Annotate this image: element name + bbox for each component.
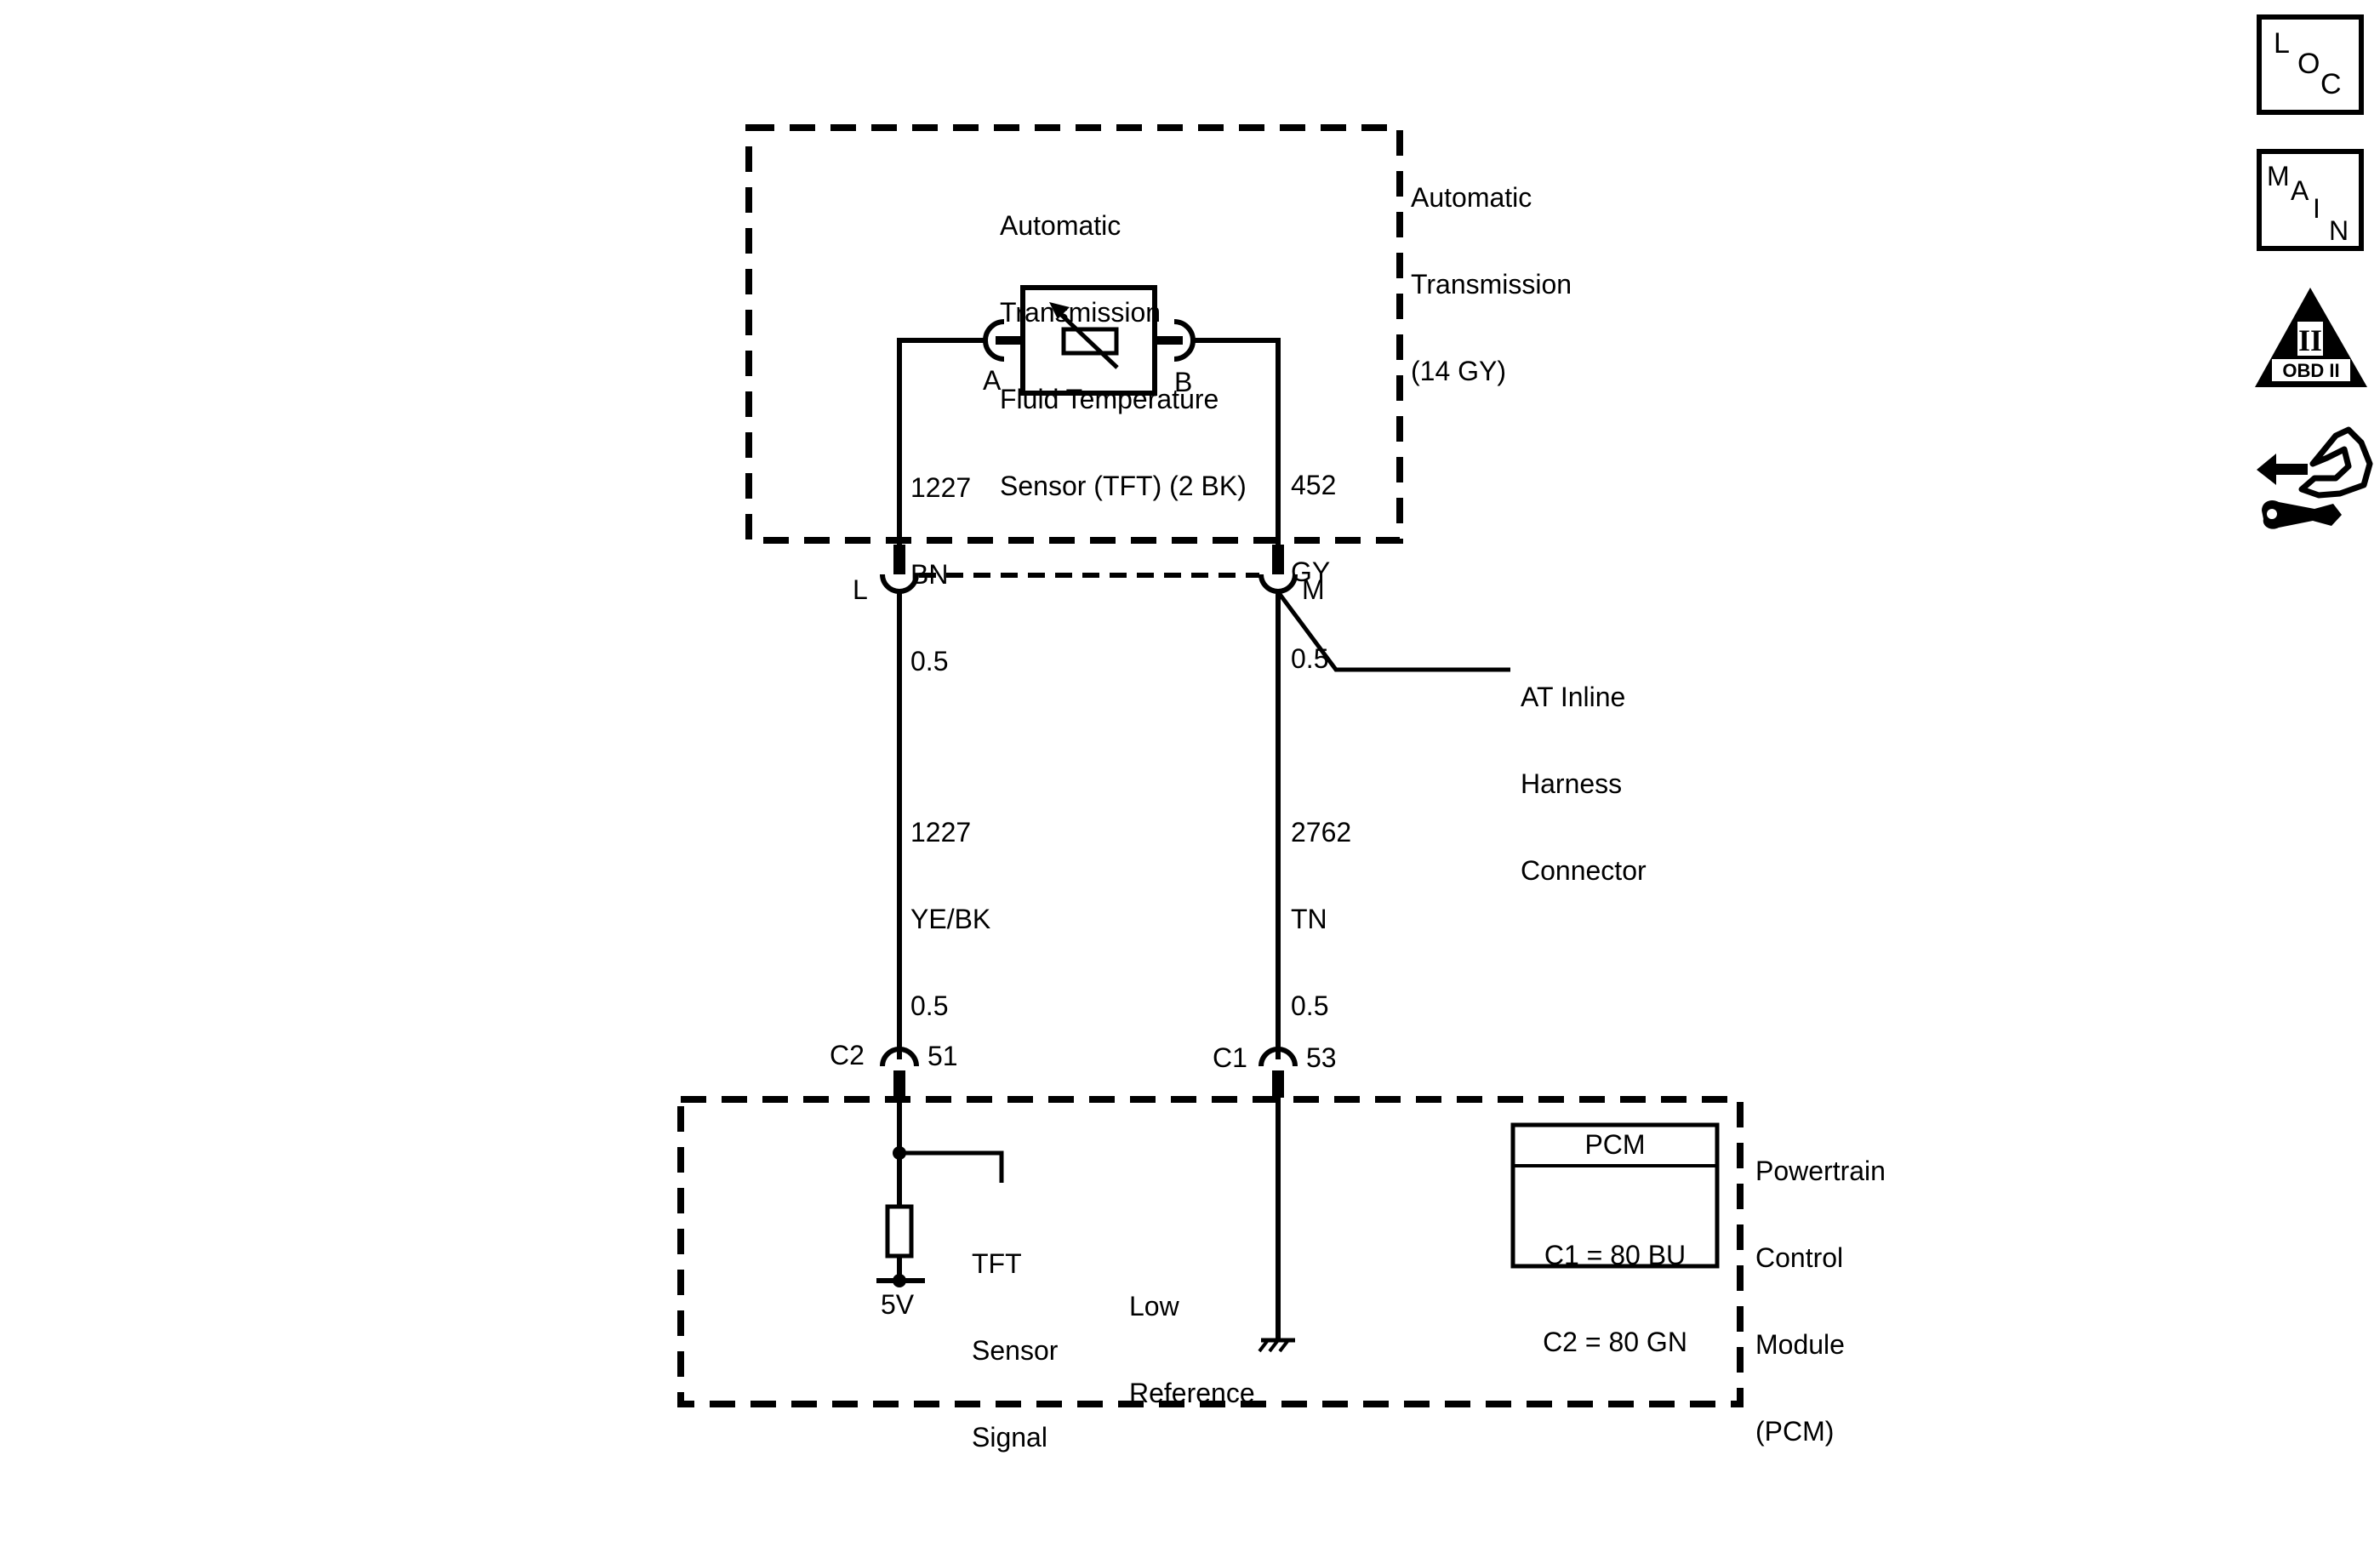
- pcm-label-line-1: Powertrain: [1755, 1156, 1886, 1186]
- pcm-table-line-2: C2 = 80 GN: [1543, 1327, 1687, 1357]
- pcm-connector-c2: [880, 1047, 919, 1098]
- wire-circuit: 1227: [910, 817, 972, 848]
- low-reference-line-2: Reference: [1129, 1378, 1255, 1408]
- pcm-label: Powertrain Control Module (PCM): [1755, 1099, 1886, 1475]
- connector-repair-icon: [2257, 426, 2373, 529]
- transmission-label: Automatic Transmission (14 GY): [1411, 125, 1572, 414]
- sensor-title: Automatic Transmission Fluid Temperature…: [1000, 153, 1247, 529]
- wire-2762-tn-spec: 2762 TN 0.5: [1291, 760, 1351, 1049]
- pcm-pin-51-label: 51: [927, 1041, 958, 1071]
- main-button[interactable]: M A I N: [2257, 149, 2364, 251]
- supply-5v-label: 5V: [881, 1289, 915, 1320]
- wire-circuit: 2762: [1291, 817, 1352, 848]
- at-inline-harness-connector: [880, 545, 1298, 594]
- loc-letter-3: C: [2320, 68, 2342, 100]
- pcm-connector-c1: [1258, 1047, 1298, 1098]
- transmission-label-line-2: Transmission: [1411, 269, 1572, 300]
- pcm-pin-53-label: 53: [1306, 1042, 1337, 1073]
- inline-connector-callout: [1276, 591, 1510, 672]
- inline-connector-label-line-2: Harness: [1521, 768, 1623, 799]
- pcm-connector-c1-label: C1: [1213, 1042, 1247, 1073]
- pull-up-resistor: [885, 1204, 914, 1259]
- tft-signal-line-2: Sensor: [972, 1335, 1059, 1366]
- wire-color: GY: [1291, 557, 1331, 587]
- connector-repair-button[interactable]: [2257, 426, 2373, 529]
- obd-text: OBD II: [2282, 360, 2339, 381]
- loc-button[interactable]: L O C: [2257, 14, 2364, 115]
- low-reference-line-1: Low: [1129, 1291, 1179, 1321]
- pcm-connector-c2-label: C2: [830, 1040, 865, 1070]
- sensor-title-line-2: Transmission: [1000, 297, 1161, 328]
- pcm-label-line-3: Module: [1755, 1329, 1845, 1360]
- inline-connector-label: AT Inline Harness Connector: [1521, 625, 1647, 914]
- sensor-title-line-4: Sensor (TFT) (2 BK): [1000, 471, 1247, 501]
- tft-sensor-symbol: [996, 285, 1183, 396]
- transmission-boundary: [745, 124, 1403, 544]
- pcm-table-line-1: C1 = 80 BU: [1544, 1240, 1687, 1270]
- inline-pin-l-label: L: [853, 574, 868, 605]
- wire-gauge: 0.5: [910, 990, 949, 1021]
- wire-color: YE/BK: [910, 904, 991, 934]
- tft-sensor-signal-label: TFT Sensor Signal: [972, 1191, 1058, 1481]
- transmission-label-line-1: Automatic: [1411, 182, 1532, 213]
- wire-circuit: 452: [1291, 470, 1337, 500]
- sensor-pin-a-label: A: [983, 365, 1002, 396]
- low-reference-label: Low Reference: [1129, 1234, 1255, 1436]
- pcm-label-line-2: Control: [1755, 1242, 1844, 1273]
- wire-1227-bn: [897, 338, 987, 553]
- sensor-pin-b-label: B: [1174, 367, 1193, 397]
- main-letter-4: N: [2329, 215, 2349, 246]
- main-letter-1: M: [2267, 161, 2290, 191]
- wire-gauge: 0.5: [1291, 643, 1329, 674]
- sensor-title-line-1: Automatic: [1000, 210, 1122, 241]
- wire-452-gy: [1191, 338, 1281, 553]
- tft-signal-line-3: Signal: [972, 1422, 1047, 1453]
- obd-ii-button[interactable]: II OBD II: [2255, 288, 2367, 387]
- transmission-label-line-3: (14 GY): [1411, 356, 1507, 386]
- wire-1227-bn-spec: 1227 BN 0.5: [910, 415, 971, 705]
- tft-signal-line-1: TFT: [972, 1248, 1022, 1279]
- main-letter-2: A: [2291, 175, 2309, 206]
- pcm-table-body: C1 = 80 BU C2 = 80 GN: [1513, 1183, 1717, 1385]
- loc-letter-1: L: [2274, 27, 2290, 60]
- wire-452-gy-spec: 452 GY 0.5: [1291, 413, 1336, 702]
- pcm-connector-table: [1510, 1122, 1720, 1269]
- wire-1227-ye-bk-spec: 1227 YE/BK 0.5: [910, 760, 990, 1049]
- inline-pin-m-label: M: [1302, 574, 1325, 605]
- wire-color: TN: [1291, 904, 1327, 934]
- pcm-tft-signal-circuit: [876, 1098, 1004, 1287]
- main-letter-3: I: [2313, 193, 2320, 224]
- wire-gauge: 0.5: [910, 646, 949, 676]
- pcm-table-title: PCM: [1584, 1129, 1646, 1160]
- inline-connector-label-line-1: AT Inline: [1521, 682, 1626, 712]
- obd-roman: II: [2298, 323, 2322, 357]
- loc-letter-2: O: [2297, 48, 2320, 80]
- pcm-label-line-4: (PCM): [1755, 1416, 1835, 1447]
- wire-circuit: 1227: [910, 472, 972, 503]
- inline-connector-label-line-3: Connector: [1521, 855, 1647, 886]
- wire-gauge: 0.5: [1291, 990, 1329, 1021]
- pcm-low-reference-circuit: [1258, 1098, 1295, 1353]
- wire-color: BN: [910, 559, 949, 590]
- sensor-title-line-3: Fluid Temperature: [1000, 384, 1219, 414]
- pcm-boundary: [677, 1096, 1744, 1407]
